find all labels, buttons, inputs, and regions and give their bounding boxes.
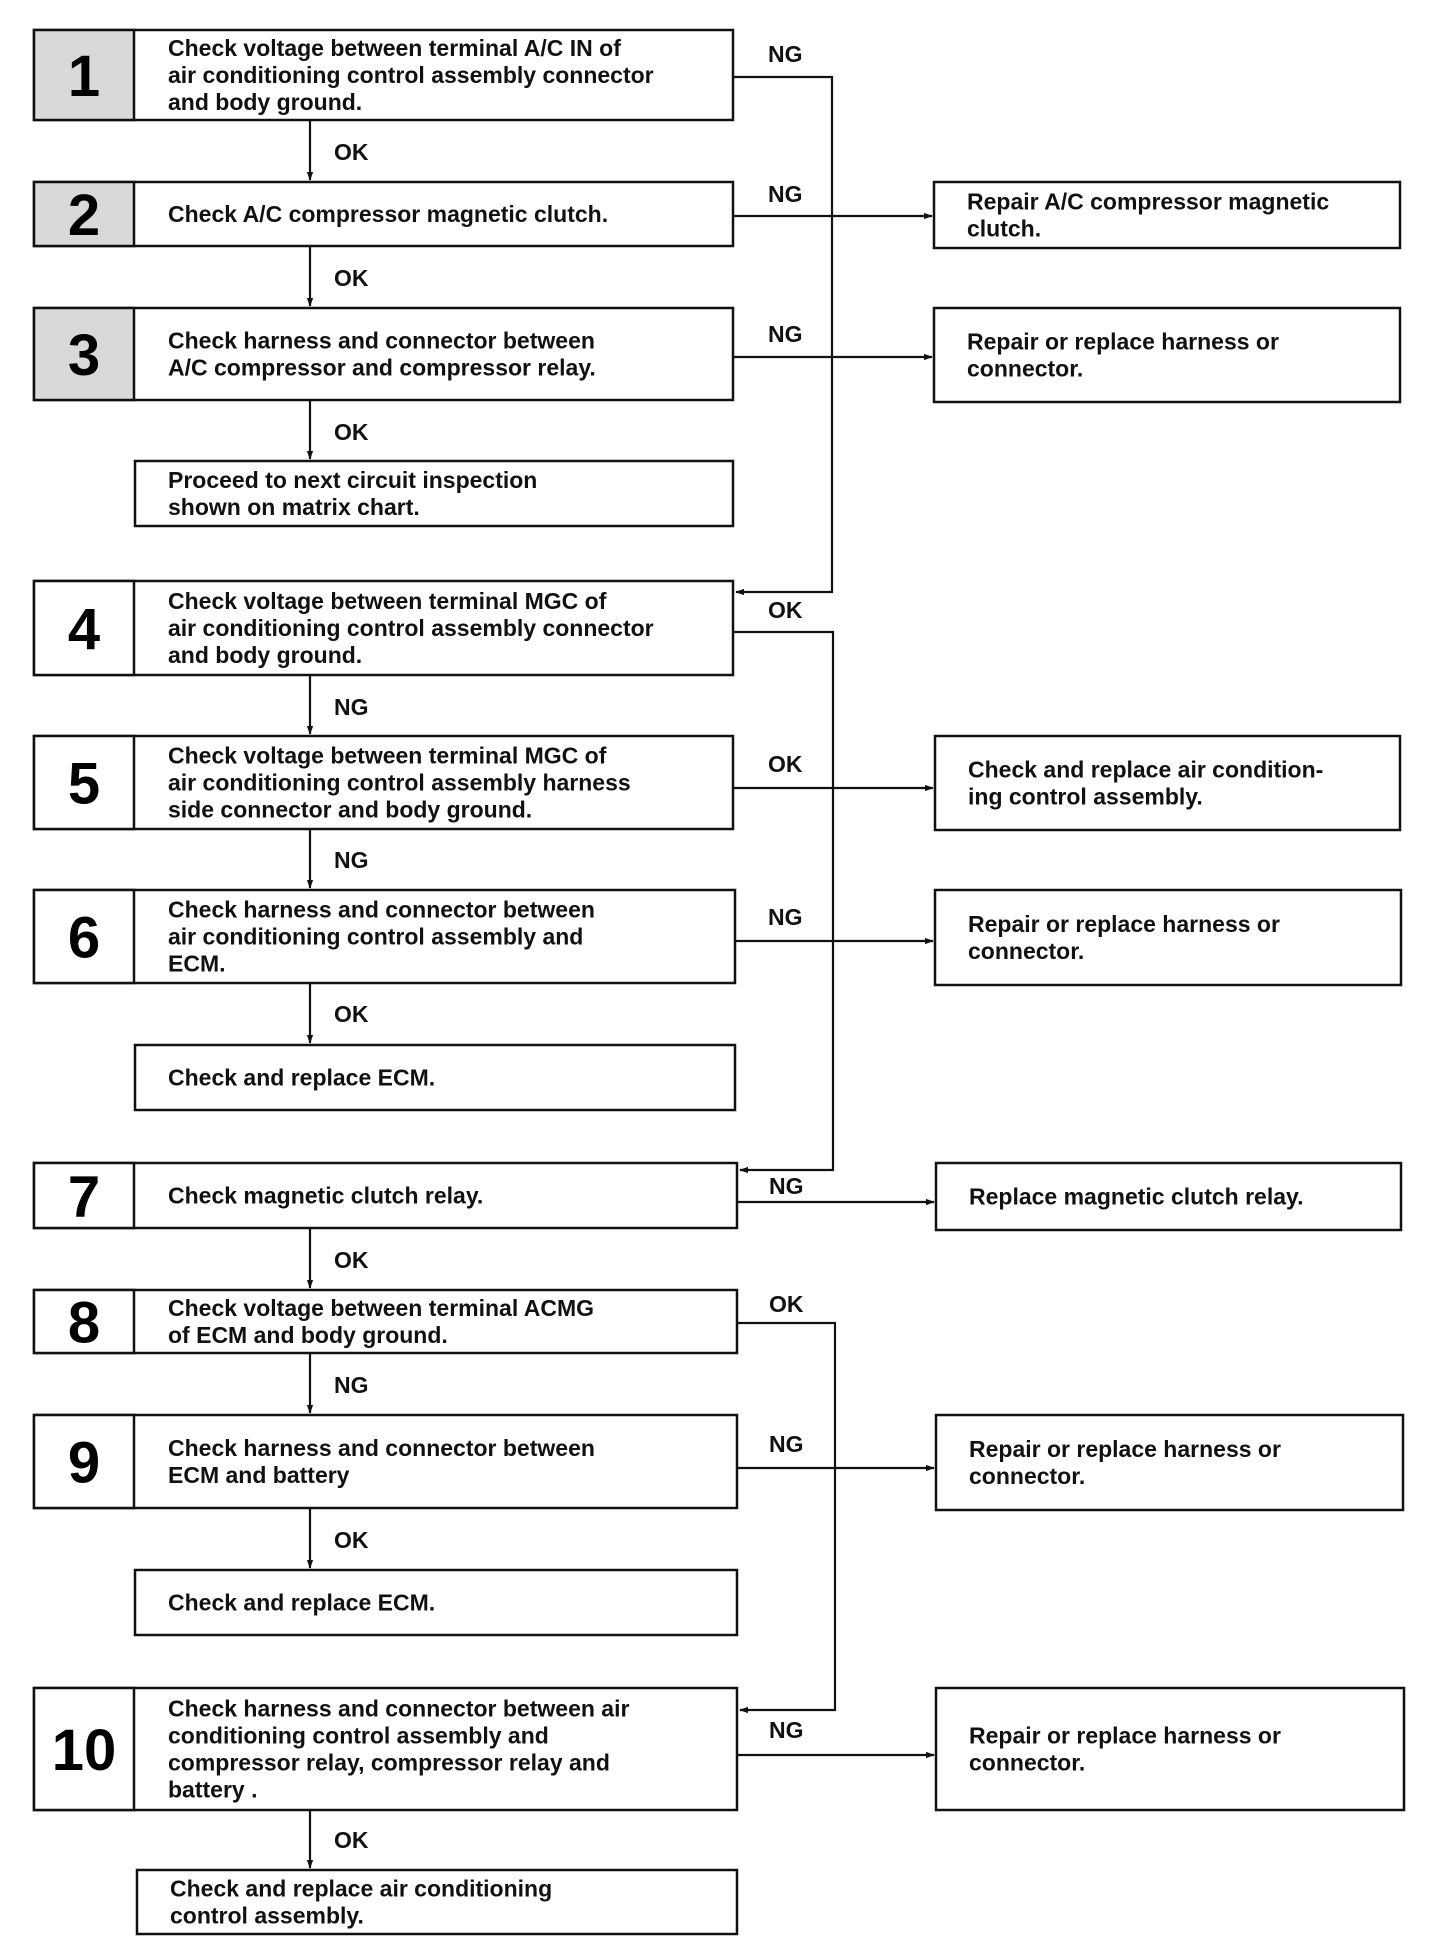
label-ok-14: OK [334,1247,369,1273]
step-7-box: 7 Check magnetic clutch relay. [32,1161,739,1230]
action-box-5: Replace magnetic clutch relay. [934,1161,1403,1232]
result-text-2: Check and replace ECM. [168,1065,435,1091]
step-7-number-cell [32,1161,136,1230]
step-4-number: 4 [68,597,100,662]
step-5-number-cell [32,734,136,831]
connector-7 [733,630,835,1174]
label-ng-8: NG [334,694,369,720]
step-1-text: Check voltage between terminal A/C IN of… [168,35,654,115]
label-ng-17: NG [769,1431,804,1457]
step-6-number: 6 [68,906,100,971]
label-ok-15: OK [769,1291,804,1317]
step-1-number: 1 [68,44,100,109]
step-2-text: Check A/C compressor magnetic clutch. [168,201,608,227]
step-9-number: 9 [68,1431,100,1496]
step-5-number: 5 [68,752,100,817]
result-text-3: Check and replace ECM. [168,1590,435,1616]
action-box-3: Check and replace air condition-ing cont… [933,734,1402,832]
connector-15 [737,1321,837,1714]
step-2-number: 2 [68,183,100,248]
label-ng-19: NG [769,1717,804,1743]
label-ng-16: NG [334,1372,369,1398]
label-ok-9: OK [768,751,803,777]
label-ng-11: NG [768,904,803,930]
step-8-number-cell [32,1288,136,1355]
step-7-text: Check magnetic clutch relay. [168,1183,483,1209]
step-8-number: 8 [68,1291,100,1356]
step-7-number: 7 [68,1165,100,1230]
label-ok-6: OK [334,419,369,445]
connector-1 [733,75,834,596]
action-text-3: Check and replace air condition-ing cont… [968,757,1323,810]
label-ok-12: OK [334,1001,369,1027]
step-3-number: 3 [68,323,100,388]
label-ok-7: OK [768,597,803,623]
step-3-number-cell [32,306,136,402]
step-6-number-cell [32,888,136,985]
step-2-box: 2 Check A/C compressor magnetic clutch. [32,180,735,248]
label-ok-20: OK [334,1827,369,1853]
step-1-number-cell [32,28,136,122]
step-10-number: 10 [52,1718,117,1783]
label-ok-4: OK [334,265,369,291]
result-box-3: Check and replace ECM. [133,1568,739,1637]
label-ng-5: NG [768,321,803,347]
label-ok-18: OK [334,1527,369,1553]
step-10-box: 10 Check harness and connector between ai… [32,1686,739,1812]
result-box-2: Check and replace ECM. [133,1043,737,1112]
label-ng-10: NG [334,847,369,873]
label-ng-3: NG [768,181,803,207]
step-10-number-cell [32,1686,136,1812]
step-1-box: 1 Check voltage between terminal A/C IN o… [32,28,735,122]
label-ok-2: OK [334,139,369,165]
step-2-number-cell [32,180,136,248]
step-4-number-cell [32,579,136,677]
label-ng-1: NG [768,41,803,67]
step-9-number-cell [32,1413,136,1510]
label-ng-13: NG [769,1173,804,1199]
action-text-5: Replace magnetic clutch relay. [969,1184,1304,1210]
